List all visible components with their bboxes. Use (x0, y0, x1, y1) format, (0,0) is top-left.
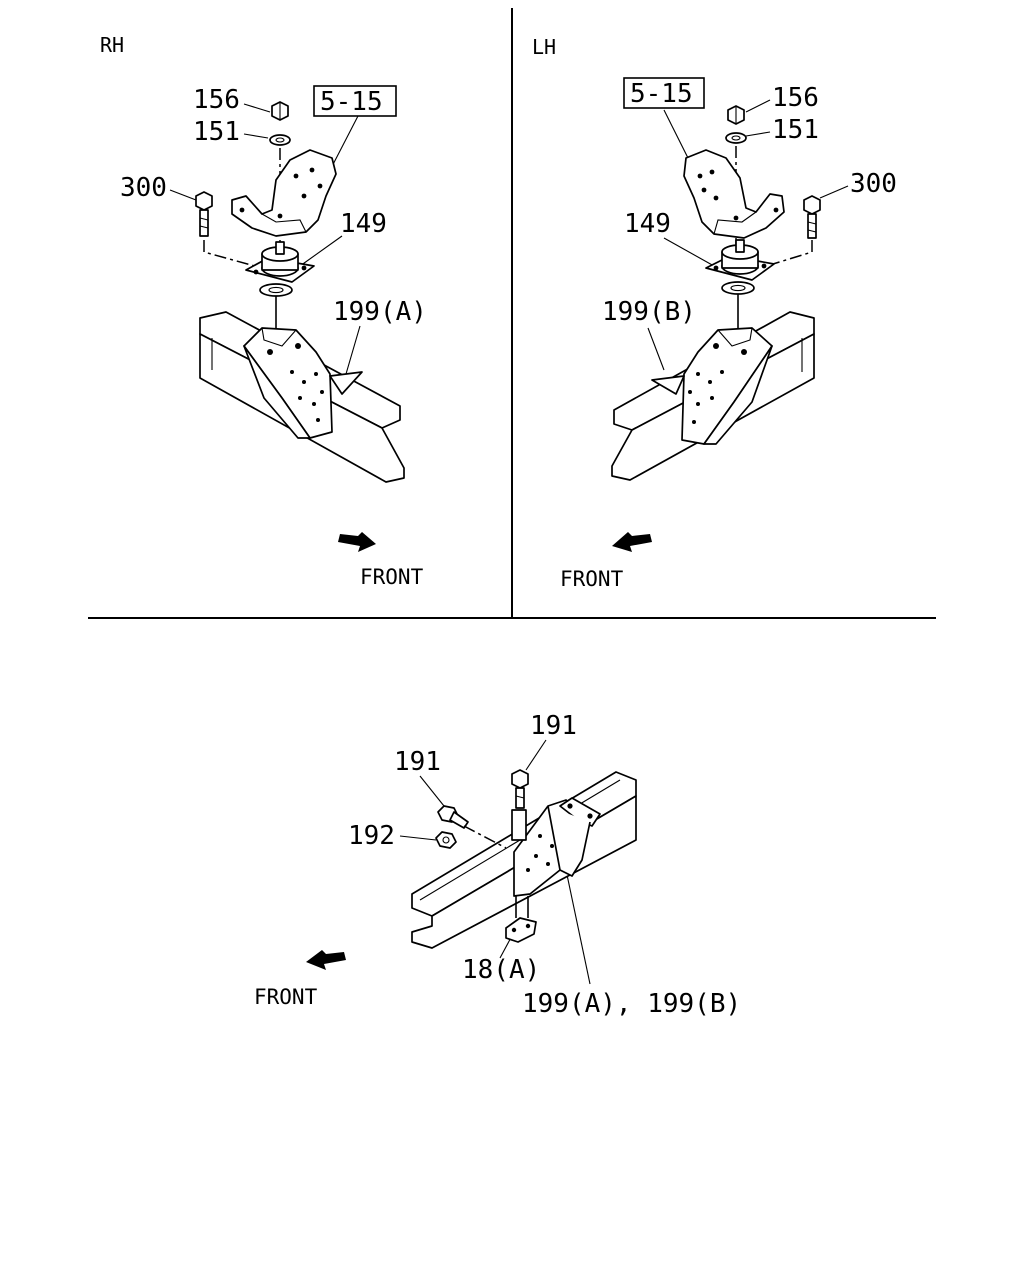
rh-mount-149 (245, 241, 315, 297)
lh-panel: LH 5-15 156 151 300 149 199(B) (532, 35, 897, 591)
lh-bolt-300 (803, 195, 821, 239)
rh-upper-bracket (231, 149, 337, 237)
bottom-panel: 191 191 192 18(A) 199(A), 199(B) (254, 711, 741, 1019)
rh-bolt-300 (195, 191, 213, 237)
bottom-label-192: 192 (348, 821, 395, 851)
bottom-label-191-top: 191 (530, 711, 577, 741)
bottom-front-arrow (306, 950, 346, 970)
rh-side-label: RH (100, 33, 124, 57)
bottom-bracket-199 (513, 797, 601, 897)
rh-label-149: 149 (340, 209, 387, 239)
bottom-bolt-191-top (511, 769, 529, 841)
rh-nut-156 (271, 101, 289, 121)
lh-label-300: 300 (850, 169, 897, 199)
rh-front-arrow (338, 532, 376, 552)
rh-washer-151 (269, 134, 291, 146)
lh-front-arrow (612, 532, 652, 552)
rh-label-300: 300 (120, 173, 167, 203)
lh-label-151: 151 (772, 115, 819, 145)
lh-nut-156 (727, 105, 745, 125)
rh-bracket-199a (243, 327, 363, 439)
lh-label-199b: 199(B) (602, 297, 696, 327)
bottom-bolt-191-side (437, 805, 469, 829)
bottom-label-191-side: 191 (394, 747, 441, 777)
lh-mount-149 (705, 239, 775, 295)
lh-washer-151 (725, 132, 747, 144)
lh-side-label: LH (532, 35, 556, 59)
bottom-front-label: FRONT (254, 985, 318, 1009)
bottom-plate-18a (505, 917, 537, 943)
rh-label-156: 156 (193, 85, 240, 115)
rh-front-label: FRONT (360, 565, 424, 589)
rh-ref-label: 5-15 (320, 87, 383, 117)
lh-front-label: FRONT (560, 567, 624, 591)
rh-label-199a: 199(A) (333, 297, 427, 327)
lh-bracket-199b (651, 327, 773, 445)
rh-panel: RH 156 151 300 149 199(A) 5-15 (100, 33, 427, 589)
rh-label-151: 151 (193, 117, 240, 147)
rh-ref-box (313, 85, 397, 117)
lh-label-156: 156 (772, 83, 819, 113)
lh-label-149: 149 (624, 209, 671, 239)
lh-ref-label: 5-15 (630, 79, 693, 109)
lh-ref-box (623, 77, 705, 109)
bottom-nut-192 (435, 831, 457, 849)
lh-upper-bracket (683, 149, 785, 239)
bottom-label-199ab: 199(A), 199(B) (522, 989, 741, 1019)
bottom-label-18a: 18(A) (462, 955, 540, 985)
